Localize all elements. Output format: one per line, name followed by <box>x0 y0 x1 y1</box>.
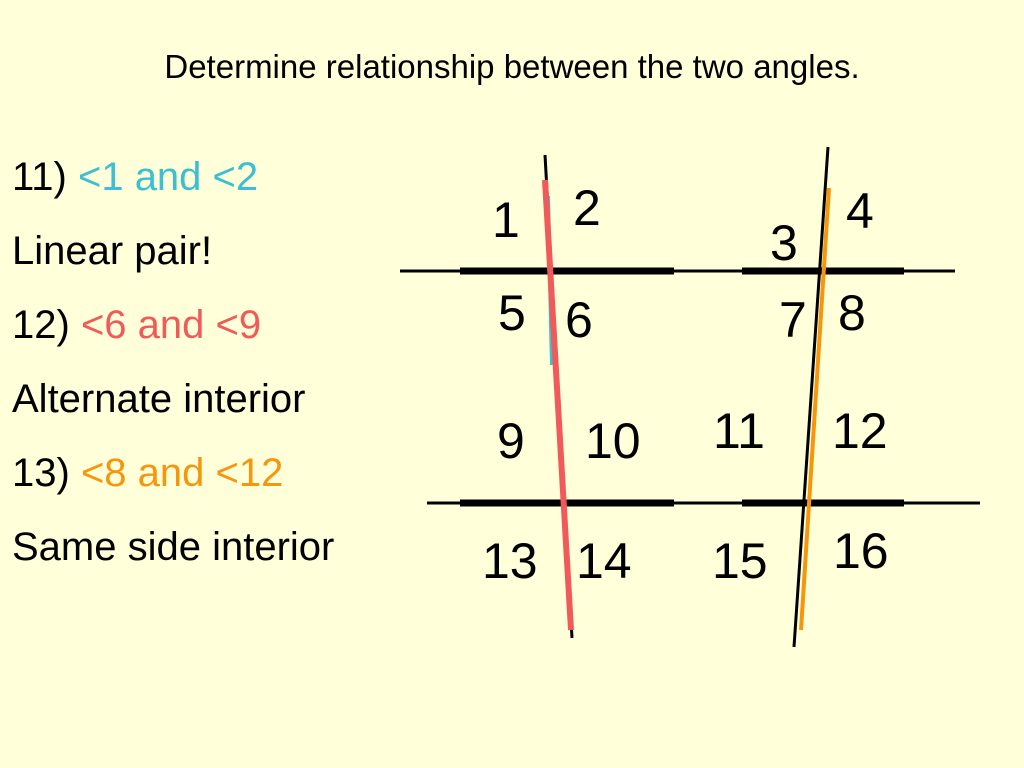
angle-label-15: 15 <box>712 533 768 589</box>
angle-label-7: 7 <box>779 292 807 348</box>
question-13: 13) <8 and <12 <box>12 436 334 510</box>
red-highlight <box>542 179 574 631</box>
angle-label-11: 11 <box>713 403 765 459</box>
slide-title: Determine relationship between the two a… <box>164 48 860 85</box>
answer-12: Alternate interior <box>12 377 306 421</box>
angle-label-8: 8 <box>838 285 866 341</box>
answer-11: Linear pair! <box>12 229 213 273</box>
question-list: 11) <1 and <2 Linear pair! 12) <6 and <9… <box>12 140 334 584</box>
question-angles: <1 and <2 <box>77 155 259 199</box>
question-number: 11) <box>12 155 67 199</box>
angle-label-6: 6 <box>565 292 593 348</box>
question-11: 11) <1 and <2 <box>12 140 334 214</box>
answer-13: Same side interior <box>12 525 335 569</box>
right-transversal <box>792 146 830 648</box>
angle-label-12: 12 <box>832 403 888 459</box>
angle-label-2: 2 <box>573 180 601 236</box>
question-number: 12) <box>12 303 70 347</box>
angle-label-13: 13 <box>482 533 538 589</box>
question-angles: <8 and <12 <box>80 451 284 495</box>
question-12: 12) <6 and <9 <box>12 288 334 362</box>
question-number: 13) <box>12 451 70 495</box>
angle-label-10: 10 <box>585 413 641 469</box>
angle-label-16: 16 <box>833 523 889 579</box>
question-angles: <6 and <9 <box>80 303 262 347</box>
angle-label-5: 5 <box>498 285 526 341</box>
angle-label-9: 9 <box>497 413 525 469</box>
angle-label-4: 4 <box>846 183 874 239</box>
angle-label-14: 14 <box>576 533 632 589</box>
orange-highlight <box>799 187 831 631</box>
angle-label-3: 3 <box>770 215 798 271</box>
angle-label-1: 1 <box>492 192 520 248</box>
